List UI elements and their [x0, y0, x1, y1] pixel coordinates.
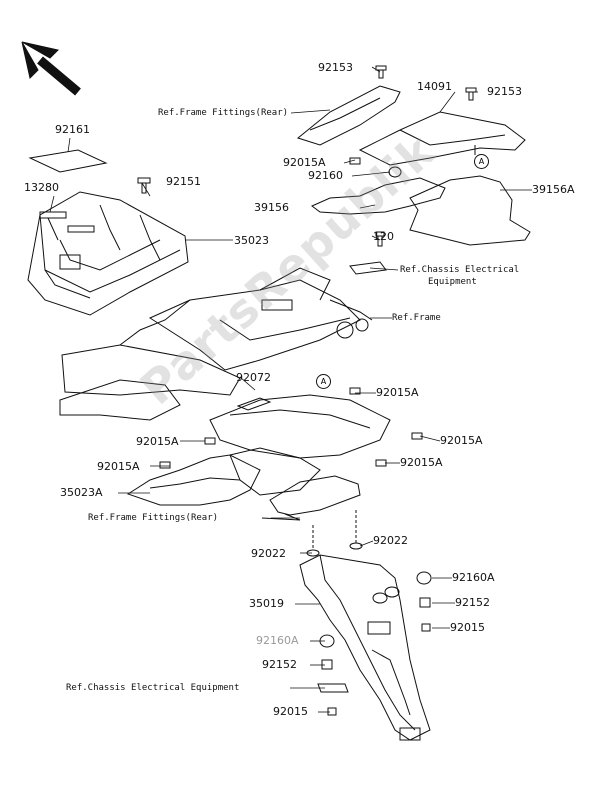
label-92152-right: 92152: [455, 596, 490, 609]
collar-92152-left: [321, 659, 333, 670]
nut-92015A-c: [204, 437, 216, 445]
pad-39156A: [409, 175, 531, 246]
grommet-92160: [388, 166, 402, 178]
strap-13280: [39, 211, 95, 241]
nut-92015A-d: [375, 459, 387, 467]
hook-ref-frame-fittings: [261, 513, 301, 521]
plate-ref-chassis: [349, 261, 387, 275]
nut-92015A-top: [349, 157, 361, 165]
label-92160A-right: 92160A: [452, 571, 495, 584]
bracket-plate: [269, 475, 361, 516]
label-ref-frame: Ref.Frame: [392, 313, 441, 323]
label-92153-right: 92153: [487, 85, 522, 98]
label-92015A-left2: 92015A: [97, 460, 140, 473]
label-ref-chassis-electrical-bottom: Ref.Chassis Electrical Equipment: [66, 683, 240, 693]
label-39156: 39156: [254, 201, 289, 214]
label-ref-frame-fittings-rear-bottom: Ref.Frame Fittings(Rear): [88, 513, 219, 523]
bolt-92153-right: [465, 87, 477, 101]
label-92015-right: 92015: [450, 621, 485, 634]
label-92160: 92160: [308, 169, 343, 182]
label-92015A-left1: 92015A: [136, 435, 179, 448]
rear-frame-assembly: [59, 267, 373, 421]
label-92072: 92072: [236, 371, 271, 384]
label-92160A-left: 92160A: [256, 634, 299, 647]
nut-92015-right: [421, 623, 431, 632]
bolt-120: [375, 231, 385, 247]
label-92153-left: 92153: [318, 61, 353, 74]
label-35023A: 35023A: [60, 486, 103, 499]
plate-ref-chassis-bottom: [317, 683, 349, 693]
label-92015A-top: 92015A: [283, 156, 326, 169]
label-92161: 92161: [55, 123, 90, 136]
label-120: 120: [373, 230, 394, 243]
label-92151: 92151: [166, 175, 201, 188]
label-92022-left: 92022: [251, 547, 286, 560]
nut-92015A-e: [159, 461, 171, 469]
callout-a-upper: A: [474, 154, 489, 169]
nut-92015A-a: [349, 387, 361, 395]
washer-92022-left: [306, 549, 320, 557]
label-92015-bottom: 92015: [273, 705, 308, 718]
label-92152-left: 92152: [262, 658, 297, 671]
bracket-14091: [296, 85, 526, 166]
tool-tray-35023: [27, 191, 189, 316]
label-35019: 35019: [249, 597, 284, 610]
sticker-pad-92161: [28, 149, 108, 173]
pad-39156: [311, 177, 446, 215]
label-92015A-right3: 92015A: [400, 456, 443, 469]
bolt-92153-left: [375, 65, 387, 79]
label-92015A-mid-right: 92015A: [376, 386, 419, 399]
label-35023: 35023: [234, 234, 269, 247]
label-ref-chassis-electrical-line2: Equipment: [428, 277, 477, 287]
front-direction-arrow-icon: [21, 41, 81, 96]
grommet-92160A-right: [416, 571, 432, 585]
bolt-92151: [137, 177, 151, 194]
license-bracket-35019: [299, 554, 431, 741]
callout-a-lower: A: [316, 374, 331, 389]
label-92015A-right2: 92015A: [440, 434, 483, 447]
label-ref-chassis-electrical-line1: Ref.Chassis Electrical: [400, 265, 520, 275]
nut-92015-bottom: [327, 707, 337, 716]
grommet-92160A-left: [319, 634, 335, 648]
label-13280: 13280: [24, 181, 59, 194]
label-39156A: 39156A: [532, 183, 575, 196]
label-14091: 14091: [417, 80, 452, 93]
label-92022-right: 92022: [373, 534, 408, 547]
collar-92152-right: [419, 597, 431, 608]
nut-92015A-b: [411, 432, 423, 440]
label-ref-frame-fittings-rear-top: Ref.Frame Fittings(Rear): [158, 108, 289, 118]
mud-guard-35023A: [126, 454, 261, 506]
